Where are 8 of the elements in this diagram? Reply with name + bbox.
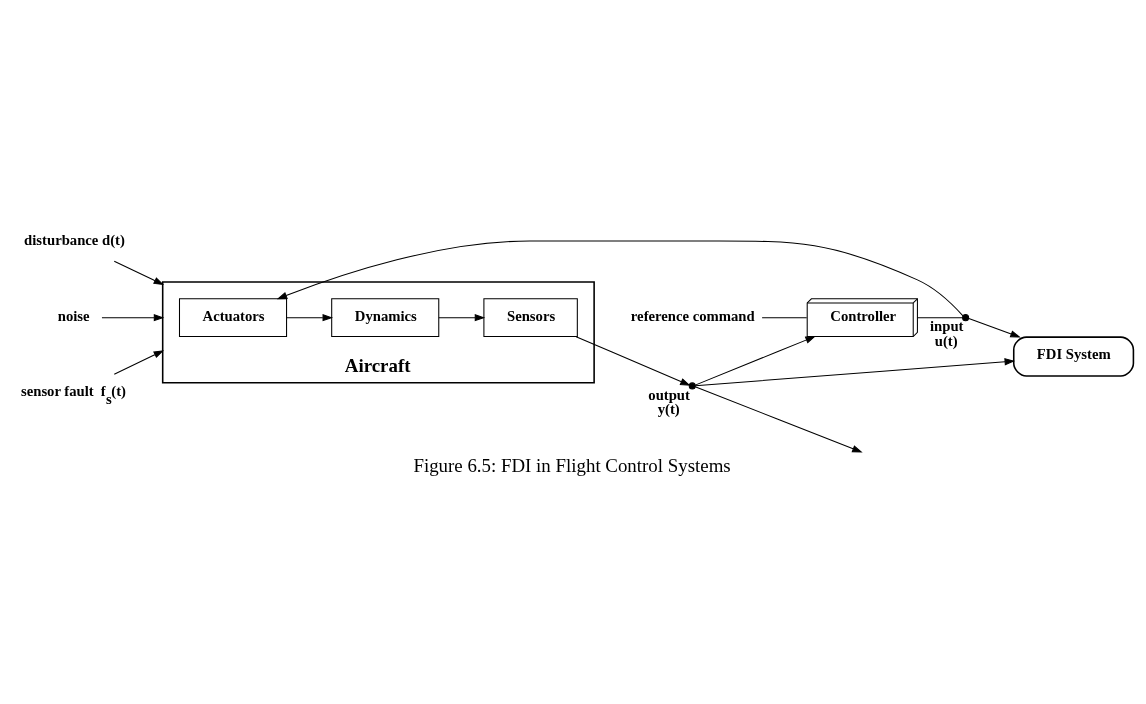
node-label: output — [648, 386, 690, 403]
node-text: noise — [57, 307, 90, 324]
caption: Figure 6.5: FDI in Flight Control Systems — [413, 454, 731, 476]
node-text: reference command — [630, 307, 755, 324]
node-label: input — [930, 317, 964, 334]
node-label: u(t) — [934, 332, 958, 349]
node-text: sensor fault — [20, 382, 94, 399]
node-text: disturbance d(t) — [24, 231, 125, 248]
